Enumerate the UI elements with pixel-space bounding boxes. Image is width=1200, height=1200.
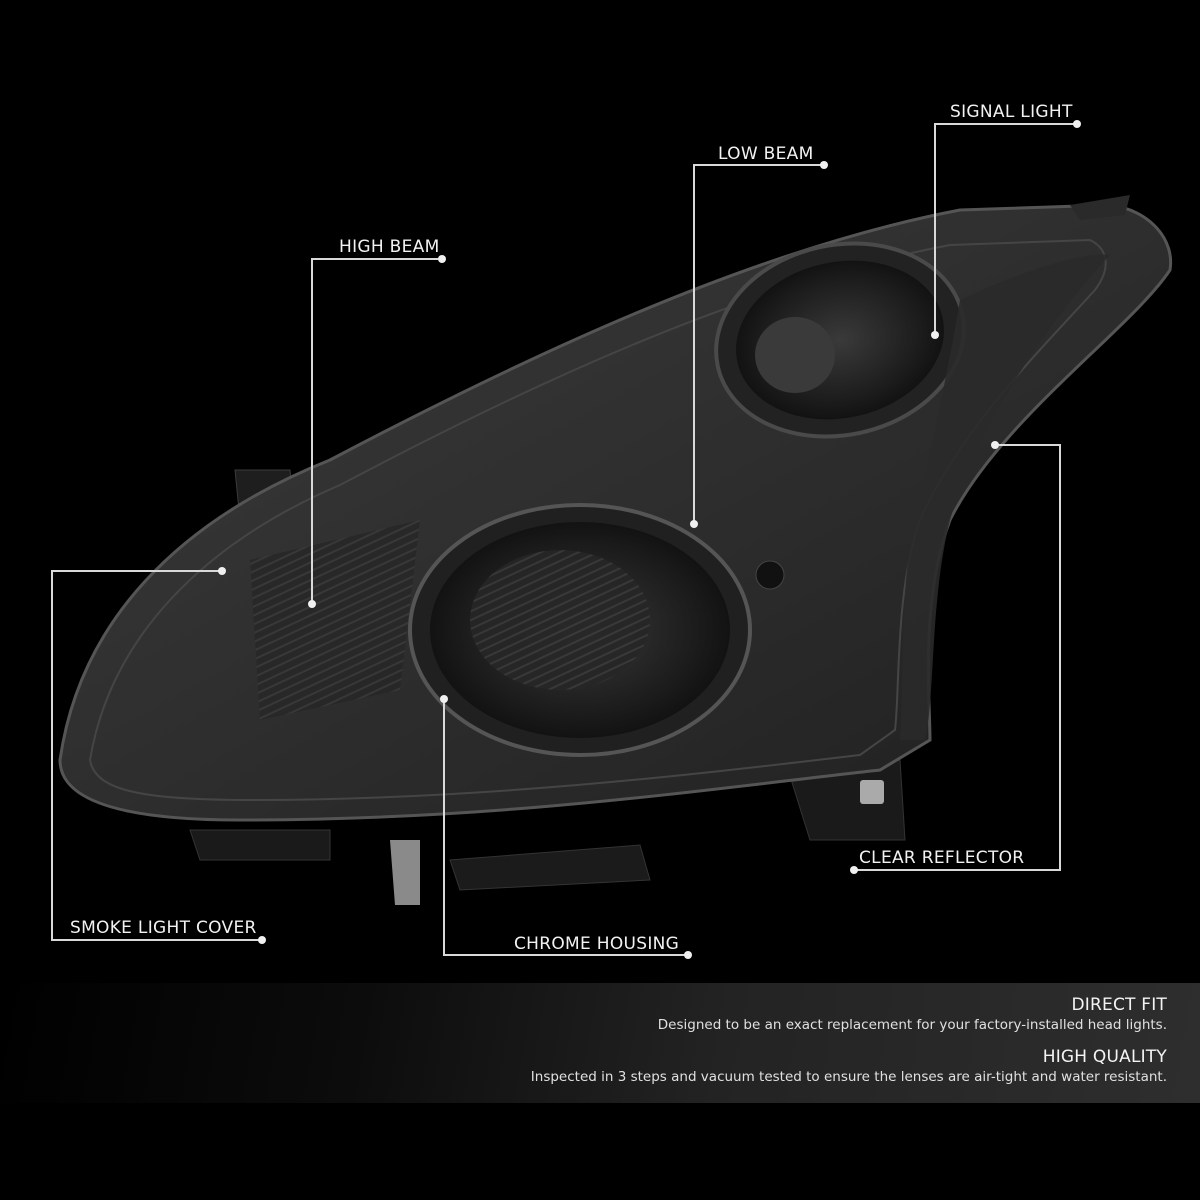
- feature-title: HIGH QUALITY: [1042, 1047, 1167, 1067]
- callout-high-beam: HIGH BEAM: [339, 237, 440, 257]
- feature-description: Inspected in 3 steps and vacuum tested t…: [530, 1069, 1167, 1085]
- callout-chrome-housing: CHROME HOUSING: [514, 934, 680, 954]
- callout-signal-light: SIGNAL LIGHT: [950, 102, 1073, 122]
- callout-low-beam: LOW BEAM: [718, 144, 814, 164]
- feature-title: DIRECT FIT: [1071, 995, 1167, 1015]
- callout-smoke-light-cover: SMOKE LIGHT COVER: [70, 918, 257, 938]
- feature-high-quality: HIGH QUALITY Inspected in 3 steps and va…: [531, 1047, 1167, 1085]
- feature-band: DIRECT FIT Designed to be an exact repla…: [0, 983, 1200, 1103]
- feature-description: Designed to be an exact replacement for …: [657, 1017, 1167, 1033]
- feature-direct-fit: DIRECT FIT Designed to be an exact repla…: [658, 995, 1167, 1033]
- headlight-image: [58, 195, 1173, 905]
- callout-clear-reflector: CLEAR REFLECTOR: [859, 848, 1025, 868]
